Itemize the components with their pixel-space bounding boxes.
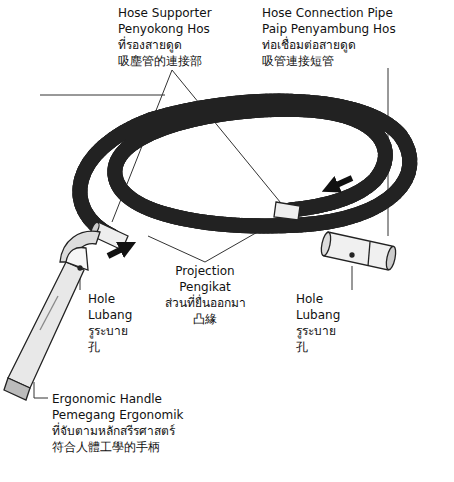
- insert-arrows: [108, 178, 352, 256]
- part-label: รูระบาย: [88, 324, 128, 339]
- connection-pipe: [320, 231, 398, 270]
- flexible-hose: [80, 101, 410, 236]
- part-label: 吸管連接短管: [262, 54, 334, 69]
- part-label: 凸緣: [193, 312, 217, 327]
- part-label: Hose Connection Pipe: [262, 6, 393, 21]
- part-label: 孔: [296, 340, 308, 355]
- part-label: Ergonomic Handle: [52, 392, 162, 407]
- part-label: Lubang: [88, 308, 132, 323]
- part-label: Projection: [175, 264, 234, 279]
- part-label: 符合人體工學的手柄: [52, 440, 160, 455]
- hose-cuffs: [89, 202, 300, 250]
- part-label: 吸塵管的連接部: [118, 54, 202, 69]
- part-label: Lubang: [296, 308, 340, 323]
- part-label: Paip Penyambung Hos: [262, 22, 396, 37]
- part-label: Hole: [88, 292, 115, 307]
- part-label: รูระบาย: [296, 324, 336, 339]
- part-label: Hole: [296, 292, 323, 307]
- part-label: 孔: [88, 340, 100, 355]
- part-label: Pemegang Ergonomik: [52, 408, 183, 423]
- part-label: Pengikat: [179, 280, 231, 295]
- part-label: Hose Supporter: [118, 6, 212, 21]
- part-label: ส่วนที่ยื่นออกมา: [165, 296, 246, 311]
- part-label: Penyokong Hos: [118, 22, 210, 37]
- ergonomic-handle: [4, 231, 100, 400]
- part-label: ท่อเชื่อมต่อสายดูด: [262, 38, 356, 53]
- part-label: ที่รองสายดูด: [118, 38, 182, 53]
- part-label: ที่จับตามหลักสรีรศาสตร์: [52, 424, 175, 439]
